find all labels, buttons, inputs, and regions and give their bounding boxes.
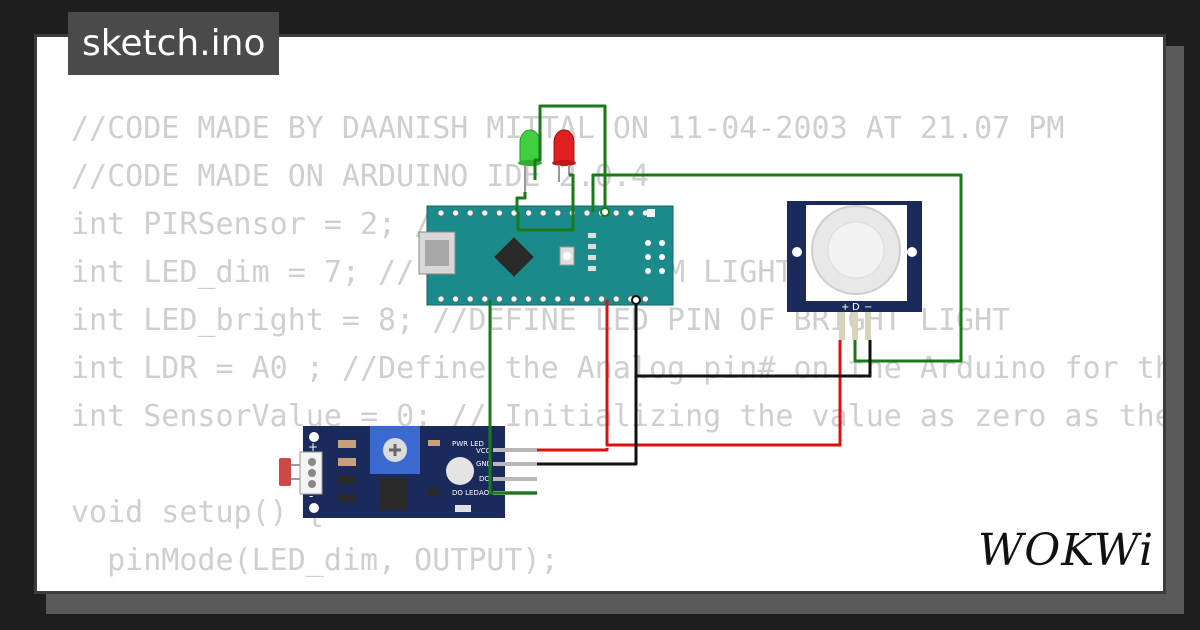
preview-card: //CODE MADE BY DAANISH MITTAL ON 11-04-2…: [34, 34, 1166, 594]
header-pin: [481, 209, 489, 217]
ldr-photoresistor-icon: [279, 458, 291, 486]
wokwi-logo-text: WOKWi: [978, 525, 1155, 576]
header-pin: [466, 209, 474, 217]
pwr-led-label: PWR LED: [452, 440, 484, 448]
wire-red-led-d8: [533, 104, 607, 212]
wire-pir-d2: [591, 173, 963, 363]
wire-gnd-ldr: [537, 376, 638, 466]
pir-sensor[interactable]: + D −: [787, 201, 922, 340]
pir-pin-plus: +: [841, 302, 849, 313]
wokwi-logo: WOKWi: [978, 525, 1154, 576]
code-line-6: int LDR = A0 ; //Define the Analog pin# …: [71, 351, 1166, 386]
wire-led-gnd: [516, 173, 575, 232]
microcontroller-chip: [494, 237, 534, 277]
ao-pin-label: AO: [479, 489, 490, 497]
header-pin: [525, 209, 532, 217]
arduino-nano[interactable]: [418, 205, 674, 306]
wire-green-led-d7: [515, 192, 527, 212]
code-line-2: //CODE MADE ON ARDUINO IDE 2.0.4: [71, 159, 649, 194]
header-pin: [612, 295, 620, 303]
header-pin: [598, 295, 605, 303]
header-pin: [496, 295, 503, 303]
header-pin: [583, 295, 591, 303]
terminal-plus-label: +: [308, 440, 318, 454]
gnd-pin-label: GND: [476, 460, 492, 468]
code-line-1: //CODE MADE BY DAANISH MITTAL ON 11-04-2…: [71, 111, 1065, 146]
header-pin: [612, 209, 620, 217]
wire-gnd-pir: [634, 300, 872, 378]
terminal-minus-label: -: [309, 489, 313, 503]
header-pin: [466, 295, 474, 303]
file-tab-label: sketch.ino: [82, 23, 266, 64]
vcc-pin-label: VCC: [476, 447, 491, 455]
header-pin: [569, 295, 576, 303]
wire-5v-pir: [605, 300, 842, 447]
pir-pin-minus: −: [864, 302, 872, 313]
header-pin: [452, 209, 459, 217]
header-pin: [627, 209, 635, 217]
header-pin: [539, 295, 547, 303]
header-pin: [452, 295, 459, 303]
header-pin: [496, 209, 503, 217]
wires: [488, 104, 963, 495]
header-pin: [437, 295, 445, 303]
wire-ldr-a0: [488, 300, 537, 495]
code-line-5: int LED_bright = 8; //DEFINE LED PIN OF …: [71, 303, 1011, 338]
pir-pin-d: D: [852, 302, 860, 313]
header-pin: [437, 209, 445, 217]
header-pin: [539, 209, 547, 217]
header-pin: [554, 209, 562, 217]
do-led-label: DO LED: [452, 489, 479, 497]
header-pin: [583, 209, 591, 217]
do-pin-label: DO: [479, 475, 490, 483]
code-line-10: pinMode(LED_dim, OUTPUT);: [71, 543, 559, 578]
file-tab[interactable]: sketch.ino: [68, 12, 280, 75]
header-pin: [510, 295, 518, 303]
wire-5v-ldr: [537, 448, 609, 452]
red-led[interactable]: [552, 129, 576, 182]
header-pin: [525, 295, 532, 303]
header-pin: [481, 295, 489, 303]
ldr-module[interactable]: + - PWR LED DO LED VCC GND DO AO: [279, 426, 537, 518]
header-pin: [642, 295, 649, 303]
header-pin: [554, 295, 562, 303]
